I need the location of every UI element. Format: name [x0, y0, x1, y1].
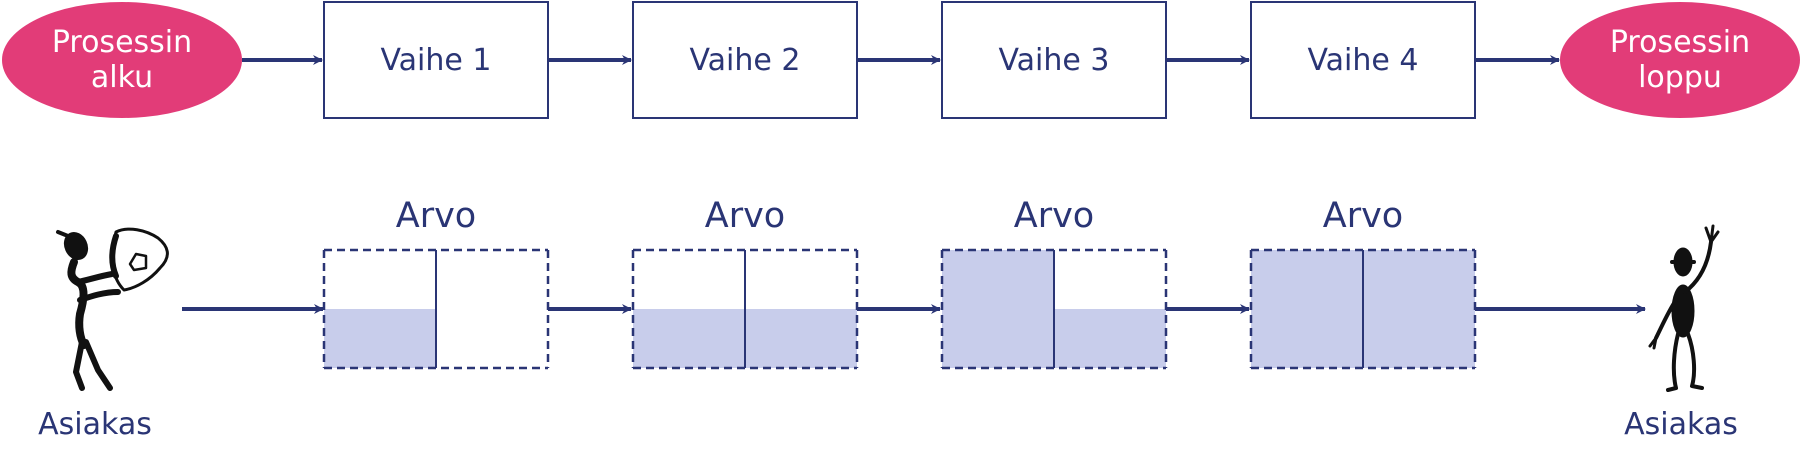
step-label-2: Vaihe 2 [689, 42, 801, 78]
process-end-label: Prosessin loppu [1609, 25, 1751, 95]
value-cell-2-3 [633, 309, 745, 368]
step-label-3: Vaihe 3 [998, 42, 1110, 78]
step-label-4: Vaihe 4 [1307, 42, 1419, 78]
right-customer-label: Asiakas [1624, 407, 1738, 442]
value-label-1: Arvo [395, 196, 477, 236]
value-cell-3-1 [942, 250, 1054, 309]
value-cell-3-3 [942, 309, 1054, 368]
step-box-2: Vaihe 2 [632, 1, 858, 119]
step-box-3: Vaihe 3 [941, 1, 1167, 119]
left-customer-label: Asiakas [38, 407, 152, 442]
process-start-terminal: Prosessin alku [2, 2, 242, 118]
process-start-label: Prosessin alku [51, 25, 193, 95]
value-label-4: Arvo [1322, 196, 1404, 236]
step-label-1: Vaihe 1 [380, 42, 492, 78]
value-cell-4-3 [1251, 309, 1363, 368]
value-cell-4-2 [1363, 250, 1475, 309]
step-box-4: Vaihe 4 [1250, 1, 1476, 119]
right-customer-icon [1648, 224, 1720, 392]
value-cell-4-1 [1251, 250, 1363, 309]
value-cell-2-4 [745, 309, 857, 368]
step-box-1: Vaihe 1 [323, 1, 549, 119]
value-cell-1-3 [324, 309, 436, 368]
left-customer-icon [56, 227, 169, 391]
value-label-3: Arvo [1013, 196, 1095, 236]
value-cell-3-4 [1054, 309, 1166, 368]
process-end-terminal: Prosessin loppu [1560, 2, 1800, 118]
value-label-2: Arvo [704, 196, 786, 236]
value-cell-4-4 [1363, 309, 1475, 368]
